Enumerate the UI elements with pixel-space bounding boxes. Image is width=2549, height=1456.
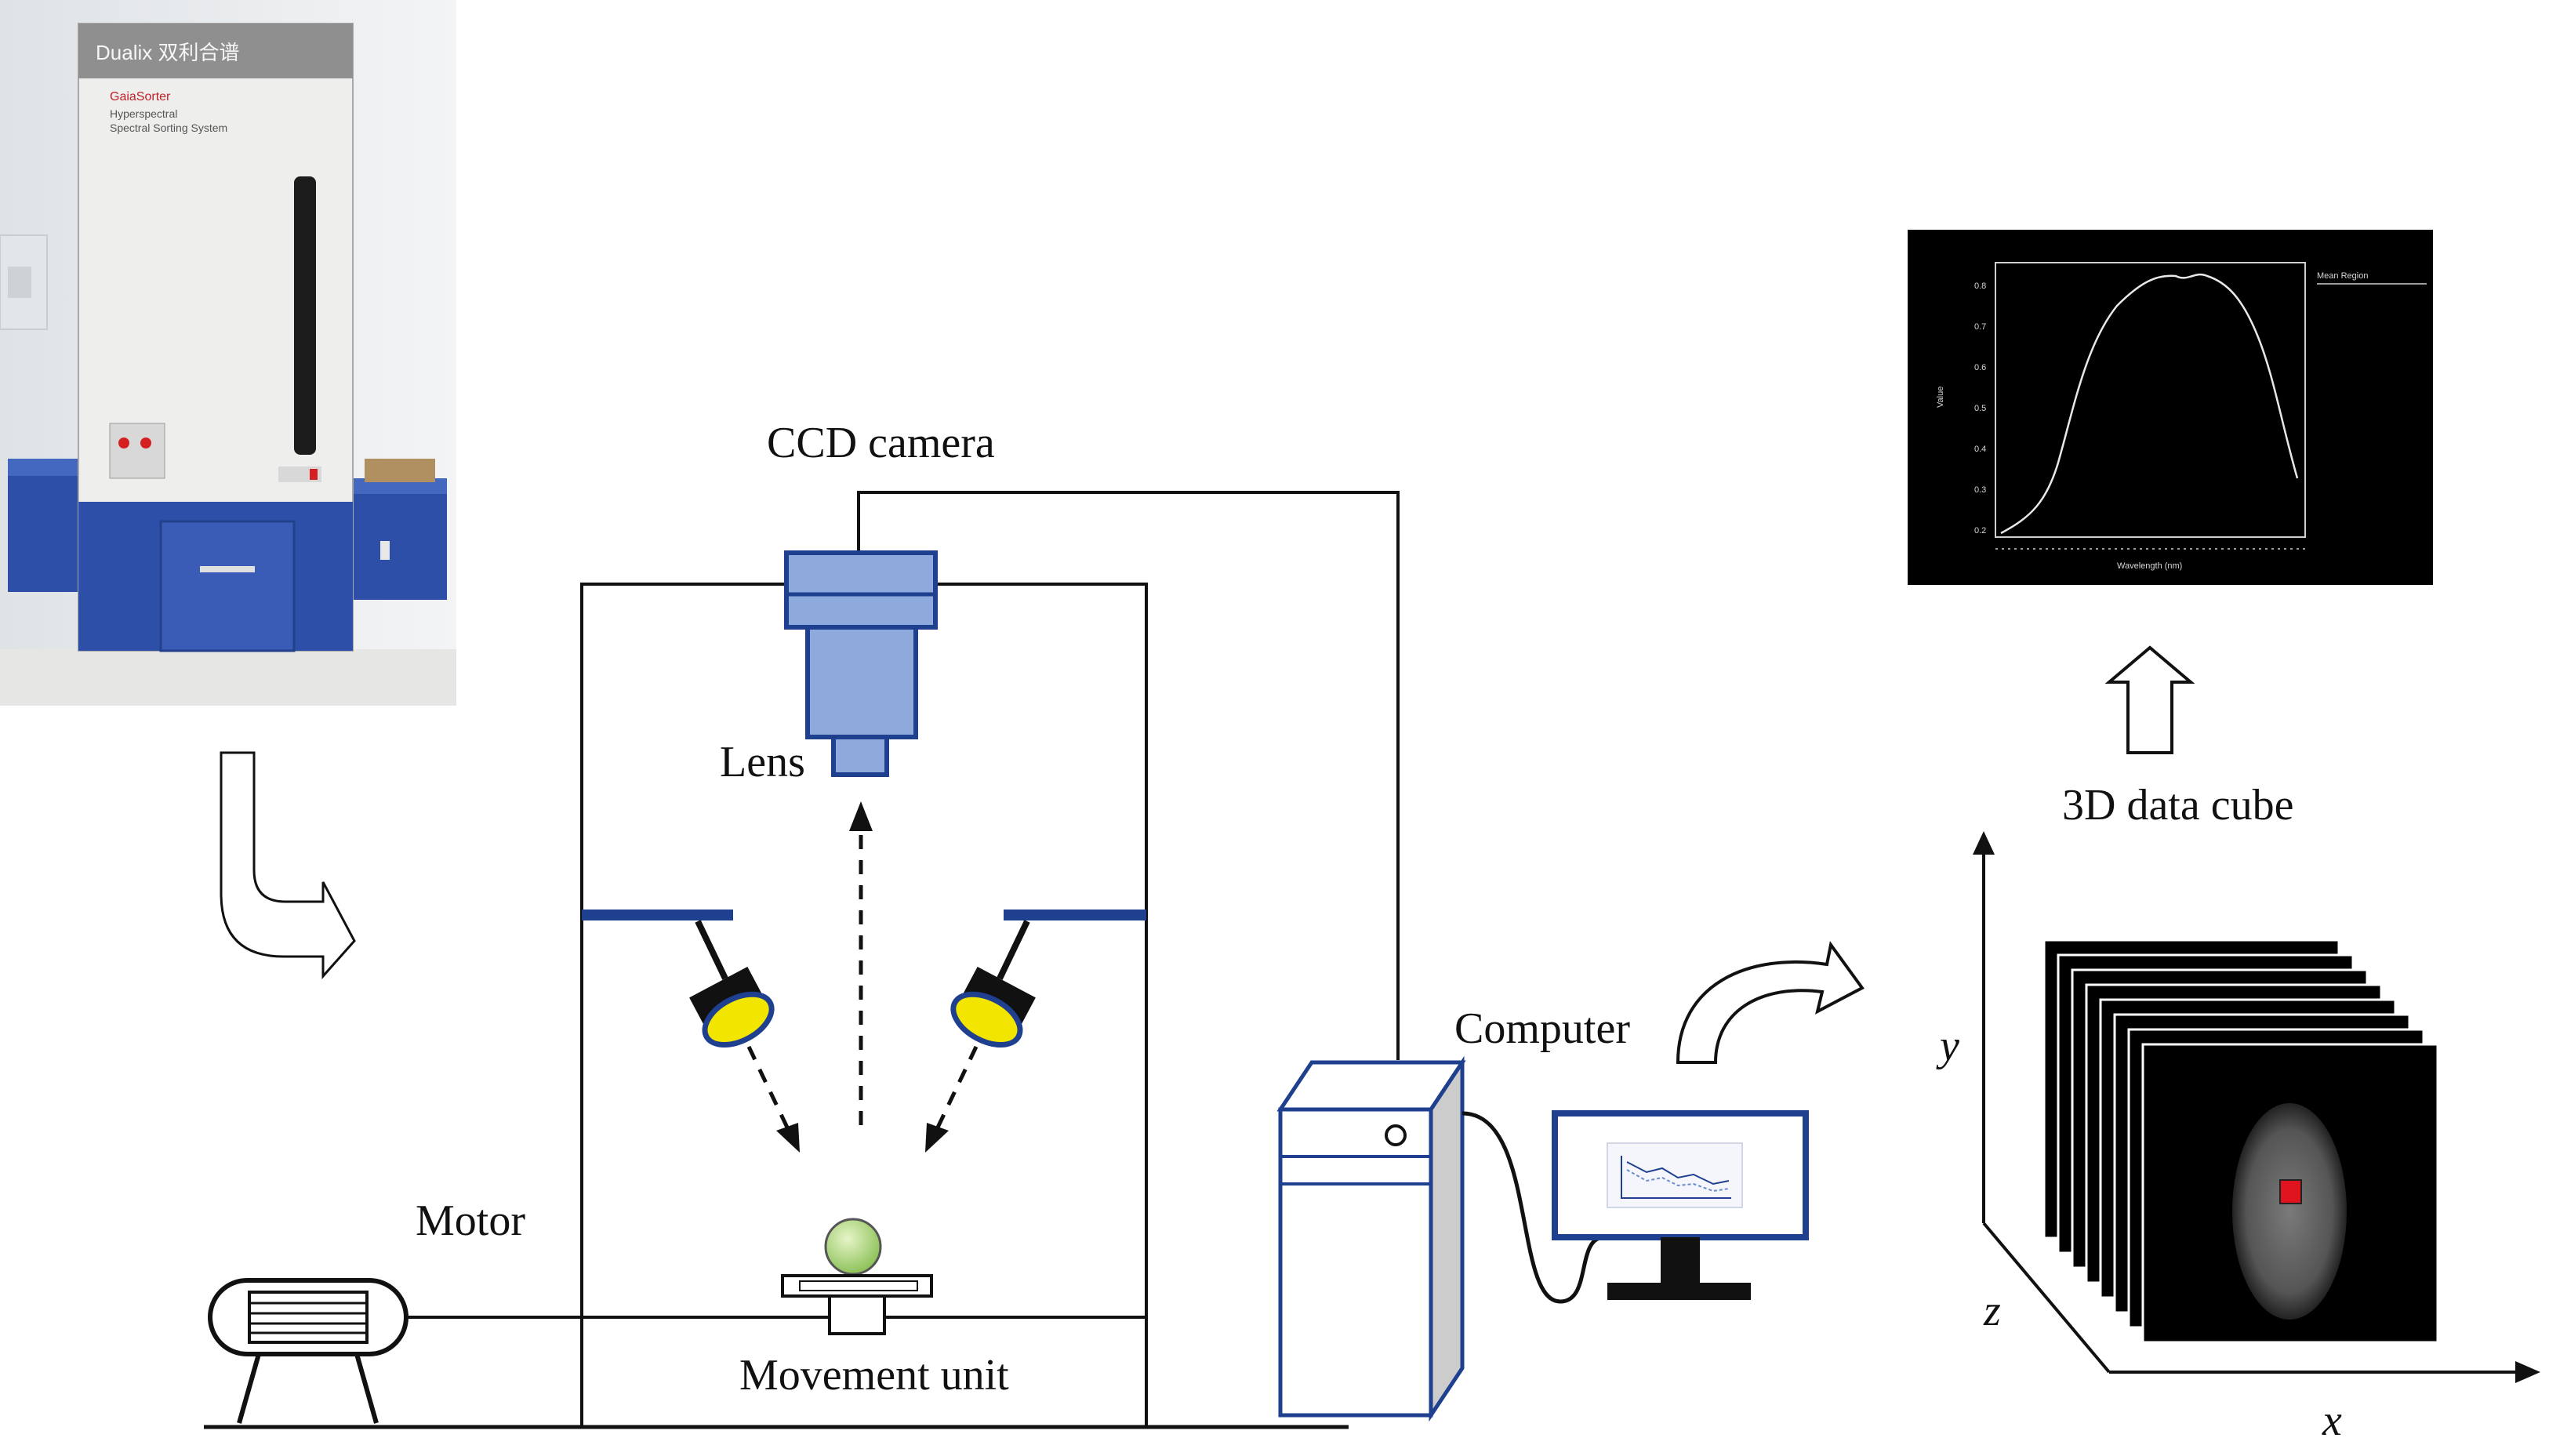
side-cabinet-right bbox=[345, 478, 447, 600]
cabinet-handle bbox=[380, 541, 390, 560]
data-cube-label: 3D data cube bbox=[2062, 781, 2293, 830]
monitor-cable bbox=[1461, 1111, 1604, 1304]
left-illumination-arrowhead bbox=[776, 1123, 800, 1153]
control-panel bbox=[109, 423, 165, 479]
wall-switch-button bbox=[8, 267, 31, 298]
motor-leg-left bbox=[237, 1353, 261, 1424]
z-axis-line bbox=[1982, 1222, 2111, 1374]
camera-lens-barrel bbox=[805, 625, 918, 739]
bent-arrow-icon bbox=[220, 751, 356, 979]
spectrum-ylabel: Value bbox=[1936, 387, 1945, 408]
panel-line-2: Hyperspectral bbox=[110, 107, 177, 120]
screen-graph-line-2 bbox=[1626, 1169, 1730, 1193]
ccd-camera-label: CCD camera bbox=[767, 419, 995, 467]
drawer-handle bbox=[200, 566, 255, 572]
motor bbox=[208, 1278, 582, 1424]
computer bbox=[1276, 1055, 1809, 1422]
left-lamp bbox=[689, 920, 775, 1048]
instrument-photo: Dualix 双利合谱 GaiaSorter Hyperspectral Spe… bbox=[0, 0, 456, 706]
right-lamp-bulb-icon bbox=[950, 991, 1023, 1048]
x-axis-label: x bbox=[2322, 1396, 2342, 1445]
spectrum-plot-frame bbox=[1995, 262, 2306, 538]
red-button-1 bbox=[118, 438, 129, 448]
panel-line-1: GaiaSorter bbox=[110, 90, 171, 103]
sample-region bbox=[2232, 1103, 2347, 1320]
data-cube: y z x bbox=[1936, 831, 2540, 1445]
monitor-stand bbox=[1661, 1237, 1700, 1283]
ccd-camera bbox=[784, 550, 938, 777]
photo-floor bbox=[0, 649, 456, 706]
stage-platform-inner bbox=[799, 1280, 918, 1291]
movement-stage bbox=[781, 1218, 933, 1335]
red-button-2 bbox=[140, 438, 151, 448]
power-button-icon bbox=[1385, 1124, 1407, 1146]
left-lamp-arm bbox=[695, 920, 728, 980]
screen-graph-axes bbox=[1621, 1156, 1731, 1199]
lens-label: Lens bbox=[720, 738, 805, 786]
motor-leg-right bbox=[354, 1353, 379, 1424]
cabinet-top-bar bbox=[78, 24, 353, 78]
camera-body bbox=[784, 550, 938, 630]
y-tick: 0.5 bbox=[1974, 404, 1986, 413]
y-tick: 0.6 bbox=[1974, 363, 1986, 372]
y-axis-label: y bbox=[1936, 1022, 1959, 1070]
y-tick: 0.7 bbox=[1974, 322, 1986, 332]
screen-graph-line-1 bbox=[1626, 1161, 1730, 1185]
tower-side bbox=[1429, 1055, 1465, 1422]
spectrum-background bbox=[1908, 230, 2433, 585]
stage-support bbox=[828, 1294, 886, 1335]
sample-ball bbox=[824, 1218, 882, 1276]
panel-line-3: Spectral Sorting System bbox=[110, 122, 227, 134]
left-lamp-bulb-icon bbox=[702, 991, 775, 1048]
y-tick: 0.3 bbox=[1974, 485, 1986, 495]
spectrum-xlabel: Wavelength (nm) bbox=[2117, 561, 2182, 571]
x-axis-arrowhead bbox=[2515, 1361, 2540, 1383]
monitor-base bbox=[1607, 1283, 1751, 1300]
camera-cable bbox=[857, 491, 1400, 1060]
cardboard-box bbox=[365, 459, 435, 482]
spectrum-curve bbox=[2000, 273, 2299, 535]
motor-label: Motor bbox=[416, 1196, 525, 1245]
up-arrow-icon bbox=[2104, 645, 2195, 754]
cabinet-drawer bbox=[159, 520, 296, 652]
left-illumination-path bbox=[746, 1045, 790, 1131]
y-tick: 0.2 bbox=[1974, 526, 1986, 536]
cabinet-window bbox=[294, 176, 316, 455]
z-axis-label: z bbox=[1983, 1287, 2001, 1335]
y-tick: 0.8 bbox=[1974, 281, 1986, 291]
right-illumination-arrowhead bbox=[925, 1123, 949, 1153]
y-axis-arrowhead bbox=[1973, 831, 1995, 855]
lens-icon bbox=[831, 735, 889, 777]
tower-front bbox=[1278, 1107, 1433, 1418]
stage-platform bbox=[781, 1274, 933, 1298]
reflection-arrowhead bbox=[849, 801, 873, 831]
spectrum-legend: Mean Region bbox=[2317, 271, 2368, 281]
movement-unit-label: Movement unit bbox=[739, 1351, 1009, 1400]
selected-pixel bbox=[2279, 1179, 2302, 1204]
curved-arrow-icon bbox=[1676, 941, 1865, 1064]
y-tick: 0.4 bbox=[1974, 445, 1986, 454]
brand-plate: Dualix 双利合谱 bbox=[96, 41, 239, 64]
spectrum-inset: 0.8 0.7 0.6 0.5 0.4 0.3 0.2 Value Wavele… bbox=[1908, 230, 2433, 585]
light-paths bbox=[746, 801, 979, 1153]
motor-coil bbox=[248, 1291, 369, 1344]
right-lamp-arm bbox=[997, 920, 1030, 980]
right-lamp bbox=[950, 920, 1036, 1048]
power-switch bbox=[310, 469, 318, 480]
computer-label: Computer bbox=[1454, 1004, 1630, 1053]
right-illumination-path bbox=[935, 1045, 979, 1131]
